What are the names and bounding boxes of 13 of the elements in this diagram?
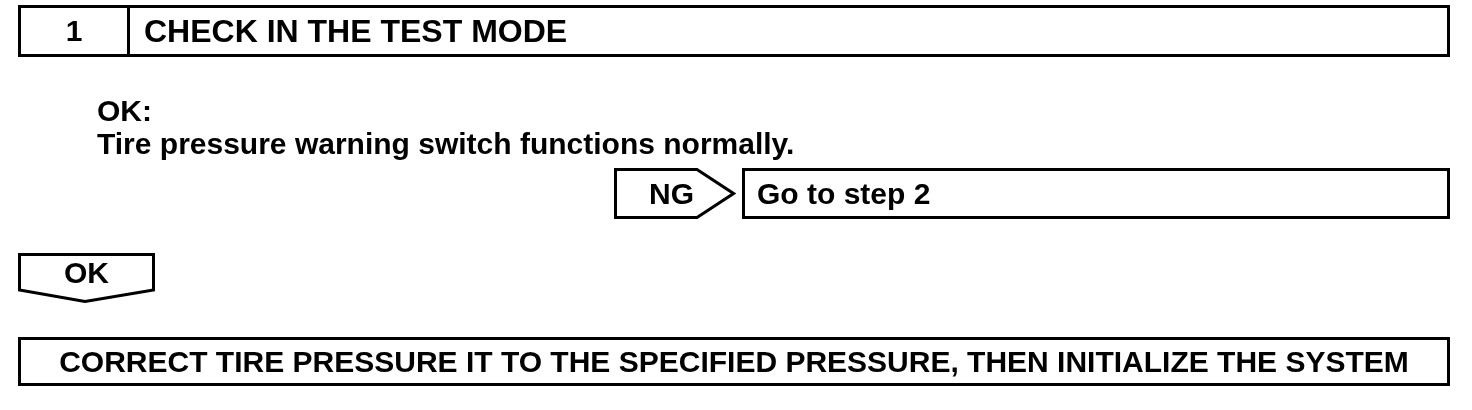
- step-number-cell: 1: [21, 8, 130, 54]
- result-text: Go to step 2: [757, 178, 931, 209]
- tag-text: OK: [64, 258, 109, 288]
- condition-heading: OK:: [97, 96, 152, 126]
- step-header-box: [18, 5, 1450, 57]
- instruction-text: CORRECT TIRE PRESSURE IT TO THE SPECIFIED PRESSURE, THEN INITIALIZE THE SYSTEM: [59, 346, 1409, 377]
- result-box: [742, 168, 1450, 219]
- condition-text: Tire pressure warning switch functions normally.: [97, 129, 795, 159]
- action-box: [18, 337, 1450, 386]
- step-title: CHECK IN THE TEST MODE: [144, 15, 568, 47]
- right-arrow-tag: [614, 168, 736, 219]
- down-arrow-tag: [18, 253, 155, 303]
- tag-text: NG: [649, 178, 694, 209]
